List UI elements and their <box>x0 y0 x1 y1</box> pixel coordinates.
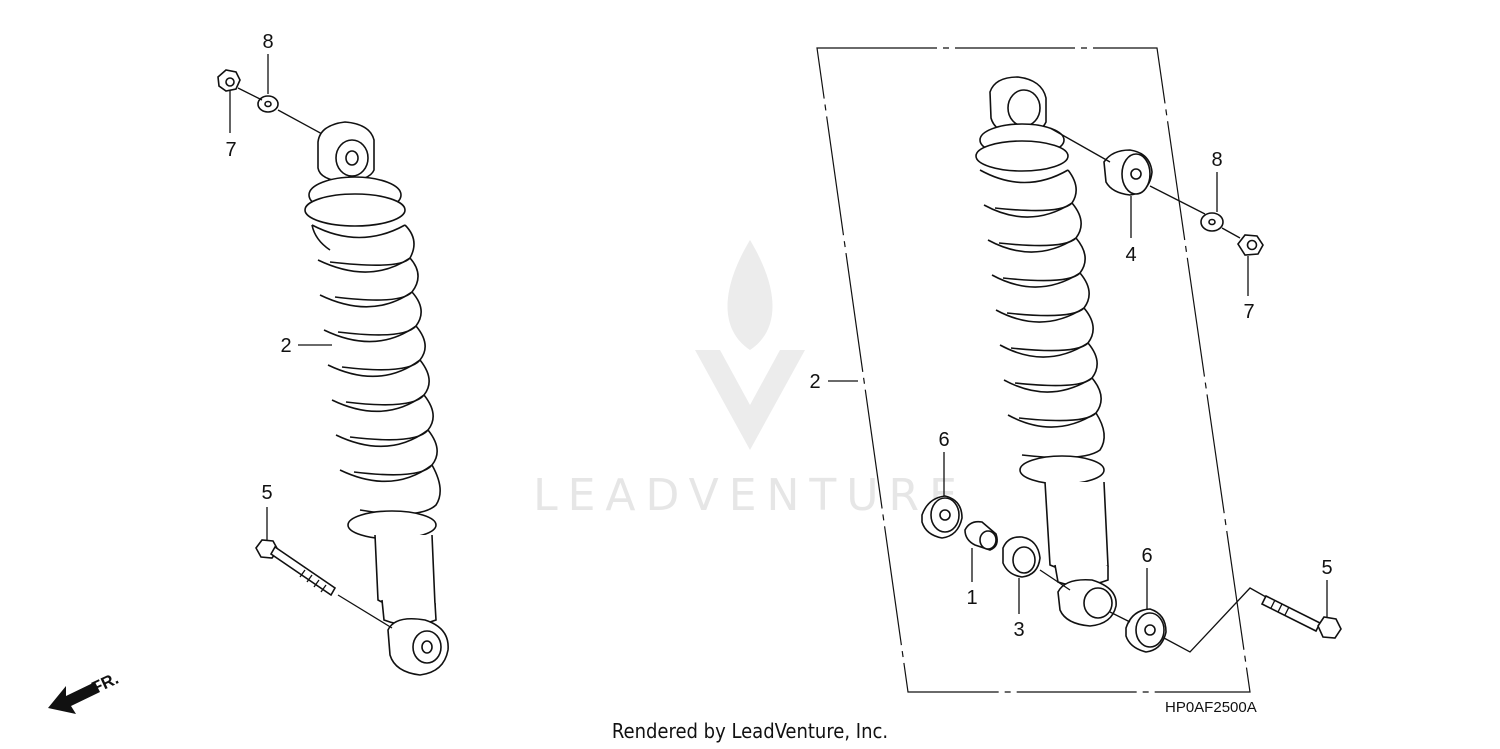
callout-5: 5 <box>261 482 272 504</box>
callout-2: 2 <box>280 335 291 357</box>
bearing-icon <box>921 495 963 539</box>
callout-6: 6 <box>938 429 949 451</box>
spacer-icon <box>1002 536 1041 578</box>
left-nut-icon <box>217 69 241 92</box>
assembly-frame <box>816 47 1251 693</box>
callout-5: 5 <box>1321 557 1332 579</box>
collar-icon <box>964 520 998 551</box>
watermark: LEADVENTURE <box>533 240 967 521</box>
right-shock-absorber <box>975 76 1117 627</box>
callout-2: 2 <box>809 371 820 393</box>
left-shock-absorber <box>304 121 449 676</box>
right-shock-assembly: 8 7 4 2 6 1 3 6 5 <box>809 47 1342 693</box>
callout-7: 7 <box>1243 301 1254 323</box>
watermark-text: LEADVENTURE <box>533 470 967 521</box>
left-washer-icon <box>257 95 279 113</box>
front-direction-arrow-icon: FR. <box>48 669 122 714</box>
callout-6-lower: 6 <box>1141 545 1152 567</box>
callout-8: 8 <box>1211 149 1222 171</box>
right-washer-icon <box>1200 212 1224 232</box>
callout-8: 8 <box>262 31 273 53</box>
bearing-lower-icon <box>1125 608 1167 653</box>
callout-1: 1 <box>966 587 977 609</box>
left-bolt-icon <box>255 539 337 597</box>
watermark-logo-icon <box>695 240 805 450</box>
right-bolt-icon <box>1260 594 1342 639</box>
footer-credit: Rendered by LeadVenture, Inc. <box>612 719 888 743</box>
bushing-icon <box>1103 149 1153 196</box>
callout-3: 3 <box>1013 619 1024 641</box>
diagram-code: HP0AF2500A <box>1165 699 1257 716</box>
callout-7: 7 <box>225 139 236 161</box>
right-nut-icon <box>1237 234 1264 256</box>
callout-4: 4 <box>1125 244 1136 266</box>
left-shock-assembly: 8 7 2 5 <box>217 31 449 676</box>
